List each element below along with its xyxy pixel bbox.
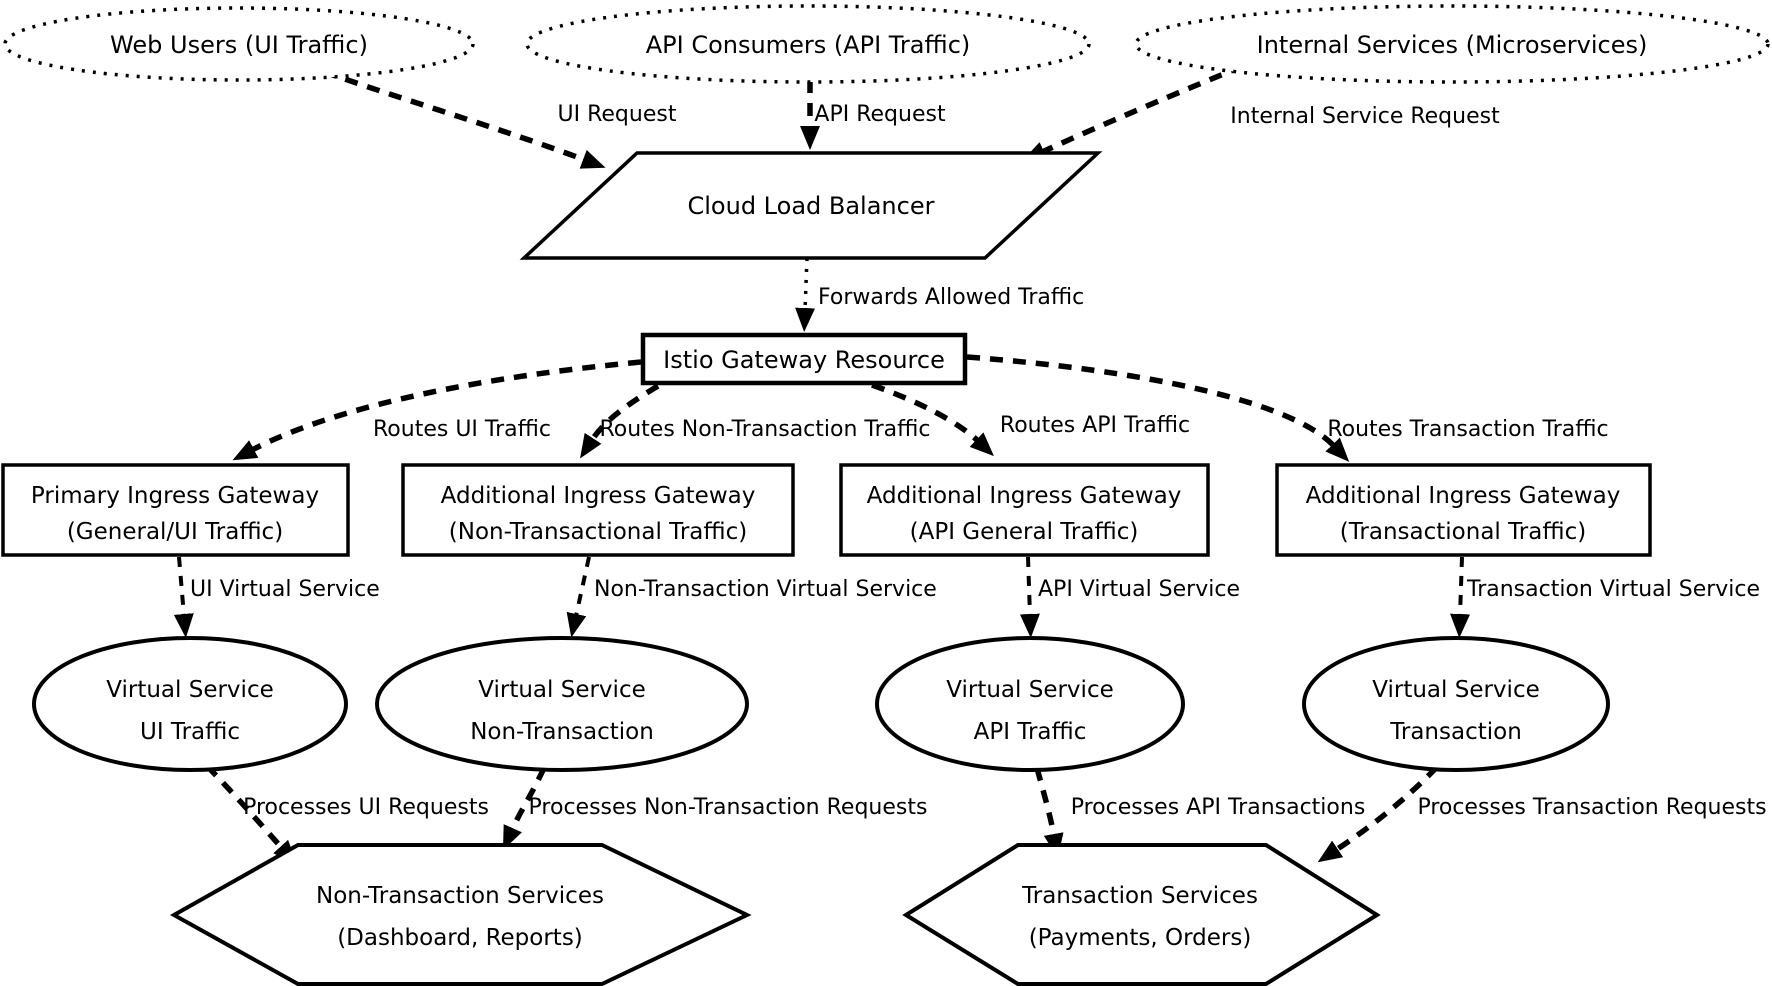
edge-transactional-gateway-to-vs-transaction xyxy=(1450,556,1471,638)
edge-label-internal-service-request: Internal Service Request xyxy=(1230,104,1500,129)
edge-api-gateway-to-vs-api xyxy=(1019,556,1040,638)
istio-gateway-rect xyxy=(640,332,968,386)
primary-ingress-gateway-rect xyxy=(1,463,350,557)
node-virtual-service-api: Virtual Service API Traffic xyxy=(875,636,1185,772)
edge-label-routes-api-traffic: Routes API Traffic xyxy=(1000,413,1190,438)
edge-primary-gateway-to-vs-ui xyxy=(173,556,194,638)
web-users-ellipse xyxy=(3,6,475,82)
cloud-load-balancer-shape xyxy=(519,151,1103,260)
edge-label-api-virtual-service: API Virtual Service xyxy=(1038,577,1240,602)
additional-gateway-nontransactional-line1: Additional Ingress Gateway xyxy=(441,483,756,509)
virtual-service-ui-line2: UI Traffic xyxy=(140,719,240,745)
edge-label-ui-request: UI Request xyxy=(558,102,677,127)
edge-label-api-request: API Request xyxy=(814,102,946,127)
transaction-services-hexagon xyxy=(902,843,1381,986)
node-primary-ingress-gateway: Primary Ingress Gateway (General/UI Traf… xyxy=(1,463,350,557)
additional-gateway-transactional-line2: (Transactional Traffic) xyxy=(1340,519,1586,545)
primary-ingress-gateway-line2: (General/UI Traffic) xyxy=(67,519,283,545)
edge-istio-to-nontransactional-gateway xyxy=(580,383,660,459)
edge-web-users-to-lb xyxy=(301,61,606,169)
nontransaction-services-line1: Non-Transaction Services xyxy=(316,883,604,909)
edge-vs-api-to-transaction-services xyxy=(1034,767,1064,858)
additional-gateway-api-line1: Additional Ingress Gateway xyxy=(867,483,1182,509)
api-consumers-label: API Consumers (API Traffic) xyxy=(646,31,971,59)
edge-istio-to-transactional-gateway xyxy=(966,354,1350,462)
edge-label-processes-api-transactions: Processes API Transactions xyxy=(1071,795,1366,820)
cloud-load-balancer-label: Cloud Load Balancer xyxy=(688,192,935,220)
virtual-service-transaction-line1: Virtual Service xyxy=(1372,677,1539,703)
edge-labels: UI Request API Request Internal Service … xyxy=(190,102,1767,820)
istio-gateway-label: Istio Gateway Resource xyxy=(663,346,945,374)
edge-vs-transaction-to-transaction-services xyxy=(1317,765,1439,863)
internal-services-ellipse xyxy=(1134,4,1770,84)
edge-label-routes-ui-traffic: Routes UI Traffic xyxy=(373,417,551,442)
additional-gateway-nontransactional-line2: (Non-Transactional Traffic) xyxy=(449,519,747,545)
edge-istio-to-api-gateway xyxy=(871,382,994,457)
node-transaction-services: Transaction Services (Payments, Orders) xyxy=(902,843,1381,986)
edge-label-forwards-allowed-traffic: Forwards Allowed Traffic xyxy=(818,285,1084,310)
node-internal-services: Internal Services (Microservices) xyxy=(1134,4,1770,84)
edge-label-ui-virtual-service: UI Virtual Service xyxy=(190,577,380,602)
node-virtual-service-transaction: Virtual Service Transaction xyxy=(1302,636,1610,772)
edges xyxy=(173,61,1471,865)
internal-services-label: Internal Services (Microservices) xyxy=(1257,31,1648,59)
node-web-users: Web Users (UI Traffic) xyxy=(3,6,475,82)
additional-gateway-transactional-line1: Additional Ingress Gateway xyxy=(1306,483,1621,509)
node-additional-gateway-api: Additional Ingress Gateway (API General … xyxy=(839,463,1210,557)
api-consumers-ellipse xyxy=(525,4,1091,84)
edge-label-routes-transaction-traffic: Routes Transaction Traffic xyxy=(1327,417,1608,442)
primary-ingress-gateway-line1: Primary Ingress Gateway xyxy=(31,483,319,509)
edge-internal-services-to-lb xyxy=(1022,63,1245,162)
additional-gateway-api-rect xyxy=(839,463,1210,557)
nontransaction-services-hexagon xyxy=(169,843,752,986)
virtual-service-api-line2: API Traffic xyxy=(974,719,1087,745)
edge-label-processes-transaction-requests: Processes Transaction Requests xyxy=(1417,795,1766,820)
virtual-service-ui-ellipse xyxy=(32,636,348,772)
node-virtual-service-ui: Virtual Service UI Traffic xyxy=(32,636,348,772)
edge-label-routes-non-transaction-traffic: Routes Non-Transaction Traffic xyxy=(599,417,930,442)
additional-gateway-api-line2: (API General Traffic) xyxy=(910,519,1139,545)
virtual-service-nontransaction-ellipse xyxy=(375,636,749,772)
transaction-services-line1: Transaction Services xyxy=(1021,883,1258,909)
web-users-label: Web Users (UI Traffic) xyxy=(110,31,368,59)
edge-lb-to-istio xyxy=(795,257,816,332)
node-additional-gateway-transactional: Additional Ingress Gateway (Transactiona… xyxy=(1275,463,1652,557)
edge-label-processes-non-transaction-requests: Processes Non-Transaction Requests xyxy=(529,795,928,820)
node-api-consumers: API Consumers (API Traffic) xyxy=(525,4,1091,84)
edge-nontransactional-gateway-to-vs-nontransaction xyxy=(566,556,591,638)
virtual-service-api-line1: Virtual Service xyxy=(946,677,1113,703)
node-istio-gateway-resource: Istio Gateway Resource xyxy=(640,332,968,386)
node-virtual-service-nontransaction: Virtual Service Non-Transaction xyxy=(375,636,749,772)
node-additional-gateway-nontransactional: Additional Ingress Gateway (Non-Transact… xyxy=(401,463,795,557)
edge-label-processes-ui-requests: Processes UI Requests xyxy=(243,795,489,820)
virtual-service-transaction-ellipse xyxy=(1302,636,1610,772)
additional-gateway-transactional-rect xyxy=(1275,463,1652,557)
node-nontransaction-services: Non-Transaction Services (Dashboard, Rep… xyxy=(169,843,752,986)
virtual-service-nontransaction-line1: Virtual Service xyxy=(478,677,645,703)
virtual-service-nontransaction-line2: Non-Transaction xyxy=(470,719,654,745)
nontransaction-services-line2: (Dashboard, Reports) xyxy=(337,925,583,951)
additional-gateway-nontransactional-rect xyxy=(401,463,795,557)
virtual-service-transaction-line2: Transaction xyxy=(1389,719,1522,745)
edge-label-transaction-virtual-service: Transaction Virtual Service xyxy=(1466,577,1760,602)
transaction-services-line2: (Payments, Orders) xyxy=(1029,925,1252,951)
edge-label-non-transaction-virtual-service: Non-Transaction Virtual Service xyxy=(594,577,937,602)
virtual-service-api-ellipse xyxy=(875,636,1185,772)
edge-vs-nontransaction-to-nontransaction-services xyxy=(502,766,547,851)
virtual-service-ui-line1: Virtual Service xyxy=(106,677,273,703)
node-cloud-load-balancer: Cloud Load Balancer xyxy=(519,151,1103,260)
edge-vs-ui-to-nontransaction-services xyxy=(205,764,297,865)
